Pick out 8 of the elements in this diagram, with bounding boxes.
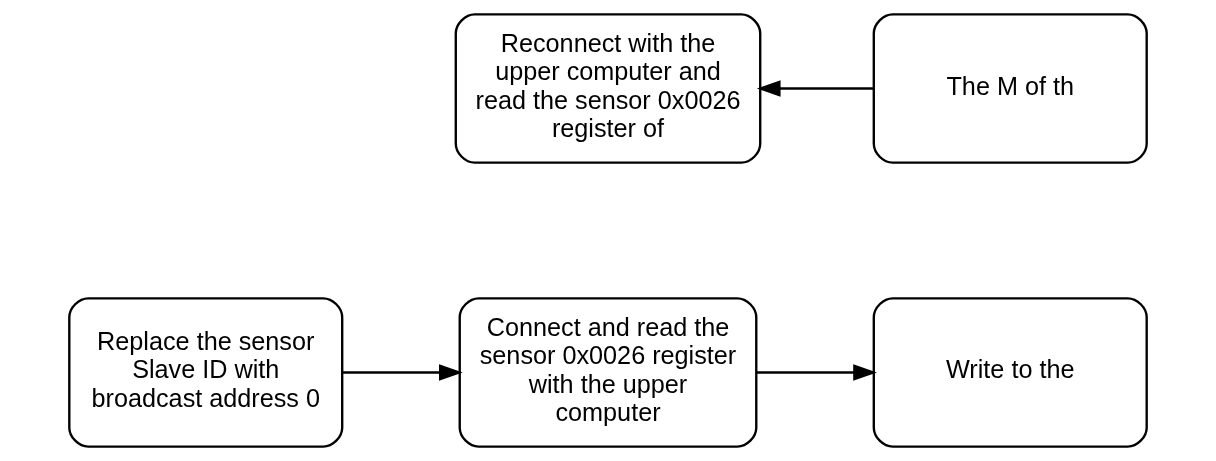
arrow [756, 80, 874, 97]
node-box: Write to the [872, 297, 1148, 448]
node-box: Connect and read the sensor 0x0026 register with the upper computer [458, 297, 758, 448]
arrow [756, 364, 877, 381]
node-box: Reconnect with the upper computer and read the sensor 0x0026 register of [454, 13, 762, 164]
node-box: The M of th [872, 13, 1148, 164]
arrow [342, 364, 463, 381]
node-box: Replace the sensor Slave ID with broadcast address 0 [68, 297, 344, 448]
